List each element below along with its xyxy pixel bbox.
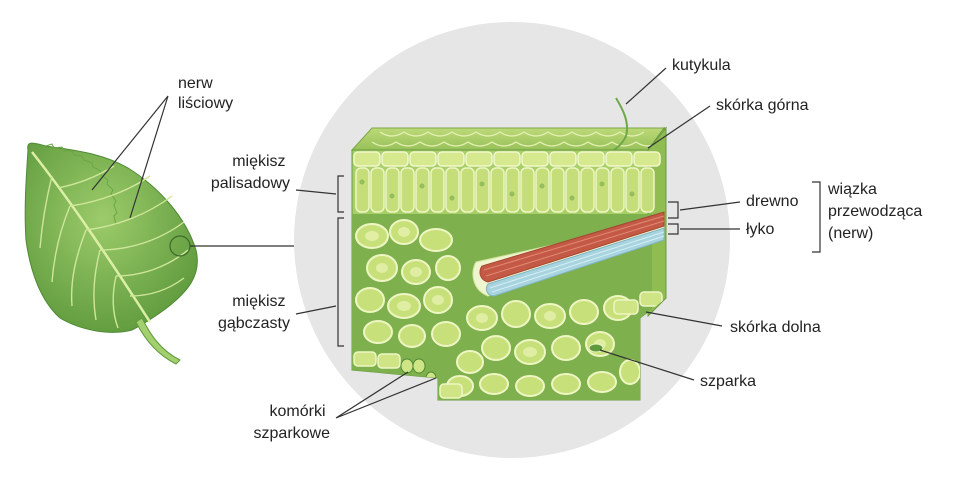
leader-nerw-lisciowy xyxy=(91,95,169,219)
label-drewno: drewno xyxy=(746,193,799,210)
bracket-wiazka xyxy=(812,181,821,253)
bracket-spongy xyxy=(337,217,344,347)
stoma xyxy=(588,343,604,353)
vascular-bundle xyxy=(472,211,665,297)
bracket-palisade xyxy=(337,175,344,213)
label-wiazka-przewodzaca: wiązka przewodząca (nerw) xyxy=(827,181,927,242)
leaf-blade xyxy=(24,142,198,333)
label-miekisz-palisadowy: miękisz palisadowy xyxy=(211,153,290,192)
label-skorka-dolna: skórka dolna xyxy=(730,319,821,336)
leader-komorki-szparkowe xyxy=(335,371,437,419)
label-lyko: łyko xyxy=(746,221,775,238)
upper-epidermis xyxy=(353,151,661,167)
leader-skorka-gorna xyxy=(647,105,711,149)
label-szparka: szparka xyxy=(700,373,756,390)
leader-kutykula xyxy=(625,67,667,105)
bracket-drewno xyxy=(668,201,679,219)
label-skorka-gorna: skórka górna xyxy=(716,97,809,114)
label-komorki-szparkowe: komórki szparkowe xyxy=(254,403,331,442)
label-miekisz-gabczasty: miękisz gąbczasty xyxy=(218,293,290,332)
leaf-illustration xyxy=(24,142,198,365)
leaf-petiole xyxy=(135,317,181,365)
label-kutykula: kutykula xyxy=(672,57,731,74)
leader-szparka xyxy=(599,349,695,381)
lower-epidermis xyxy=(353,291,663,399)
bracket-lyko xyxy=(668,223,679,235)
leader-skorka-dolna xyxy=(645,311,723,327)
label-nerw-lisciowy: nerw liściowy xyxy=(178,75,233,112)
palisade-mesophyll xyxy=(355,167,655,213)
leaf-cross-section xyxy=(350,97,668,401)
leaf-midrib xyxy=(31,151,152,323)
